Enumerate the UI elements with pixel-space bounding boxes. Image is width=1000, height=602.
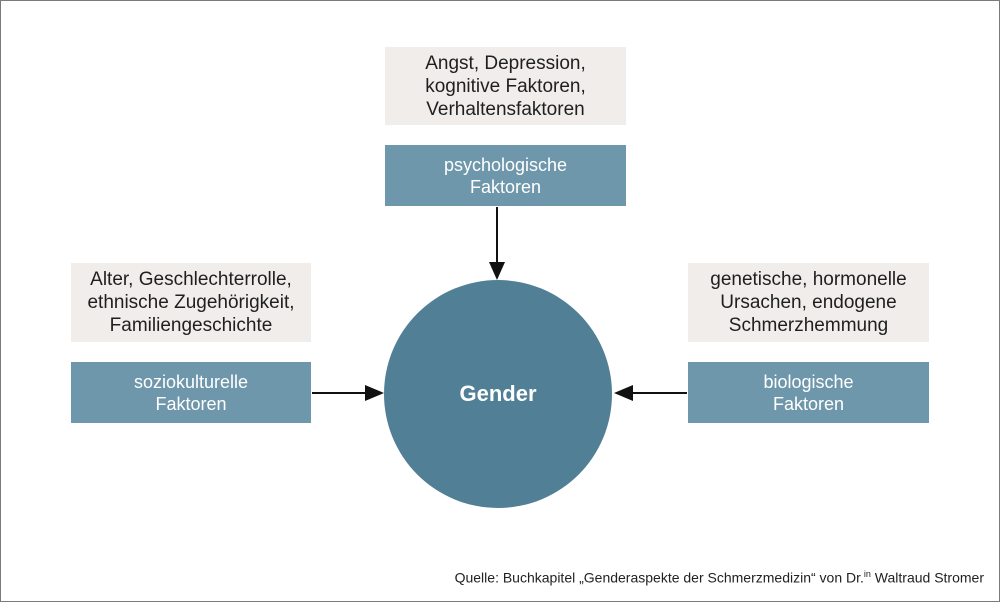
biological-factors: biologische Faktoren [688,362,929,423]
arrowhead-right [614,385,633,401]
sociocultural-factors: soziokulturelle Faktoren [71,362,311,423]
gender-label: Gender [459,381,537,406]
arrowhead-left [365,385,384,401]
sociocultural-examples: Alter, Geschlechterrolle, ethnische Zuge… [71,263,311,342]
psychological-examples: Angst, Depression, kognitive Faktoren, V… [385,47,626,125]
source-suffix: Waltraud Stromer [870,569,984,586]
biological-examples: genetische, hormonelle Ursachen, endogen… [688,263,929,342]
psychological-factors: psychologische Faktoren [385,145,626,206]
source-superscript: in [863,569,871,579]
arrowhead-top [489,262,505,280]
source-prefix: Quelle: Buchkapitel „Genderaspekte der S… [454,569,864,586]
gender-circle: Gender [384,280,612,508]
source-citation: Quelle: Buchkapitel „Genderaspekte der S… [455,569,984,586]
